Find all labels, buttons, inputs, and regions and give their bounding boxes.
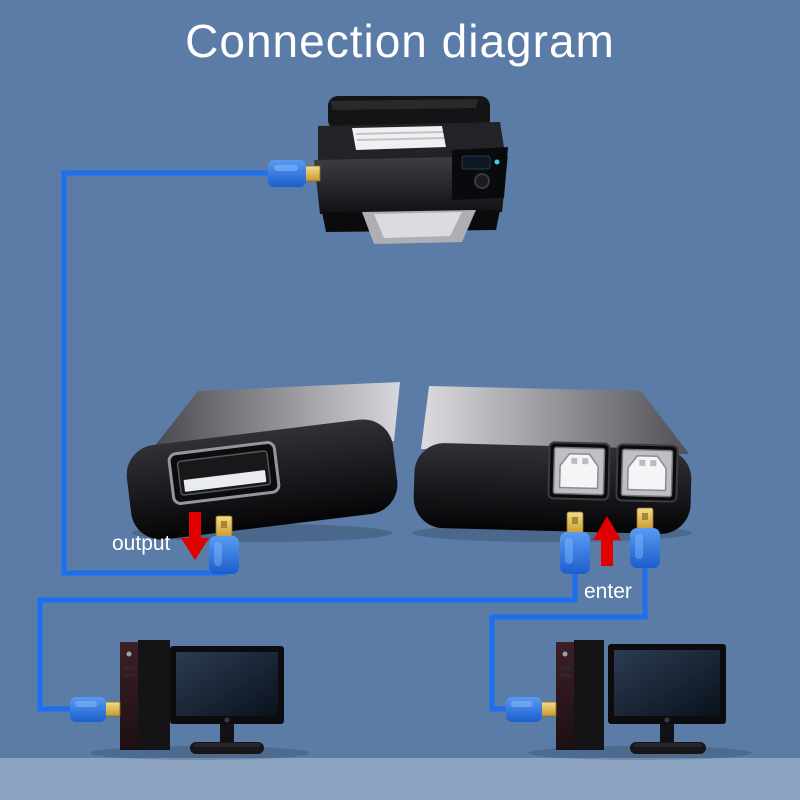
usb-b-port-1 — [547, 441, 611, 501]
computer-right-tower-side — [574, 640, 604, 750]
down-arrow-icon — [181, 512, 209, 560]
enter-plug-1 — [560, 511, 590, 574]
cable-computer-right-to-enter-port-2 — [489, 565, 648, 712]
computer-left — [70, 640, 310, 760]
plug-highlight — [635, 534, 643, 559]
floor-band — [0, 758, 800, 800]
connector-hole — [642, 513, 648, 520]
tower-vent-slot — [123, 666, 135, 669]
down-arrow-shaft — [189, 512, 201, 540]
computer-left-plug-connector-gold — [103, 701, 121, 717]
monitor-logo-icon — [224, 717, 230, 723]
printer-usb-plug — [268, 160, 306, 187]
enter-plug-1-body — [560, 532, 590, 574]
up-arrow-icon — [593, 516, 621, 566]
plug-highlight — [565, 538, 573, 564]
cable-computer-left-to-enter-port-1 — [37, 570, 578, 712]
connector-hole — [572, 517, 578, 524]
usb-b-contact — [650, 460, 657, 467]
usb-b-port-insert — [558, 452, 599, 490]
monitor-logo-icon — [664, 717, 670, 723]
output-label: output — [112, 532, 171, 555]
switch-right-top-face — [421, 386, 689, 454]
usb-switch-input-side — [412, 386, 692, 542]
usb-b-contact — [639, 459, 646, 466]
up-arrow-head — [593, 516, 621, 540]
enter-plug-2 — [630, 507, 660, 568]
printer-lid-highlight — [330, 99, 478, 110]
usb-switch-output-side — [126, 382, 400, 542]
output-plug-body — [209, 536, 239, 574]
base-highlight — [194, 743, 260, 747]
connector-hole — [221, 521, 227, 528]
computer-right-usb-plug — [506, 697, 542, 722]
tower-vent-slot — [559, 666, 571, 669]
monitor-stand-neck — [220, 724, 234, 742]
usb-b-port-insert — [626, 454, 667, 492]
plug-highlight — [75, 701, 97, 707]
plug-highlight — [511, 701, 533, 707]
usb-b-contact — [571, 457, 578, 464]
printer-display — [461, 155, 491, 170]
printer — [268, 96, 508, 244]
usb-b-port-2 — [615, 443, 679, 503]
printer-tray-paper — [374, 212, 462, 238]
paper-edge-line — [355, 131, 444, 135]
plug-highlight — [214, 542, 222, 566]
page-title: Connection diagram — [185, 15, 615, 67]
output-plug — [209, 515, 239, 574]
plug-highlight — [274, 165, 298, 171]
enter-plug-2-body — [630, 528, 660, 568]
usb-a-output-port — [167, 441, 281, 505]
power-button-icon — [126, 651, 132, 657]
computer-right-monitor-screen — [614, 650, 720, 716]
printer-led-icon — [494, 159, 500, 165]
tower-vent-slot — [559, 674, 571, 677]
tower-vent-slot — [123, 674, 135, 677]
computer-left-tower-side — [138, 640, 170, 750]
computer-left-usb-plug — [70, 697, 106, 722]
up-arrow-shaft — [601, 540, 613, 566]
down-arrow-head — [181, 538, 209, 560]
base-highlight — [634, 743, 702, 747]
computer-left-monitor-screen — [176, 652, 278, 716]
computer-right — [506, 640, 752, 760]
paper-edge-line — [356, 137, 445, 141]
printer-plug-connector-gold — [303, 165, 321, 182]
usb-a-port-tongue — [183, 470, 267, 492]
usb-b-contact — [582, 458, 589, 465]
printer-dial-button — [474, 173, 490, 189]
monitor-stand-neck — [660, 724, 674, 742]
computer-right-plug-connector-gold — [539, 701, 557, 717]
computer-left-tower-front — [120, 642, 138, 750]
computer-right-tower-front — [556, 642, 574, 750]
enter-label: enter — [584, 580, 632, 603]
power-button-icon — [562, 651, 568, 657]
